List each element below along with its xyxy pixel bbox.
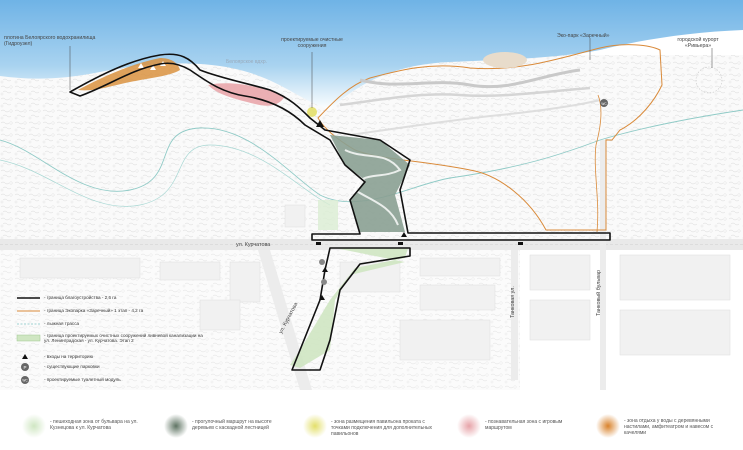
zone-text-cognitive: - познавательная зона с игровым маршруто… xyxy=(485,419,563,431)
legend-ski: - лыжная трасса xyxy=(44,321,80,326)
label-dam: плотина Белоярского водохранилища (Гидро… xyxy=(4,35,96,47)
legend-wc: - проектируемые туалетный модуль xyxy=(44,377,121,382)
zone-text-rest: - зона отдыха у воды с деревянными насти… xyxy=(624,418,714,436)
legend-symbols: P WC xyxy=(16,297,41,384)
street-tankovy-blvd: Танковый бульвар xyxy=(596,270,602,316)
legend-ecopark: - граница Экопарка «Заречный» 1 этап - 4… xyxy=(44,308,144,313)
road-tankovy-blvd xyxy=(600,140,606,390)
improvement-boundary xyxy=(69,53,611,241)
label-resort: городской курорт «Ривьера» xyxy=(677,37,719,49)
zone-text-walkway: - прогулочный маршрут на высоте деревьев… xyxy=(192,419,272,431)
improvement-boundary-south xyxy=(291,247,411,371)
zone-darkgreen-walkway xyxy=(330,135,410,232)
buildings xyxy=(19,204,731,361)
svg-text:P: P xyxy=(23,365,26,370)
reservoir-water xyxy=(0,0,743,110)
street-kurchatova: ул. Курчатова xyxy=(236,242,271,248)
legend-treatment: - граница проектируемых очистных сооруже… xyxy=(44,333,203,344)
zone-pink-cognitive xyxy=(208,83,285,106)
zone-text-pavilion: - зона размещения павильона проката с то… xyxy=(331,419,433,437)
label-treatment: проектируемые очистные сооружения xyxy=(281,37,343,49)
legend-parking: - существующие парковки xyxy=(44,364,100,369)
entrance-markers xyxy=(316,120,407,300)
zone-legend-circles xyxy=(22,414,620,438)
legend-boundary: - граница благоустройства - 2,6 га xyxy=(44,295,117,300)
ski-trail xyxy=(0,109,743,203)
legend-entrances: - входы на территорию xyxy=(44,354,94,359)
svg-text:WC: WC xyxy=(601,102,607,106)
zone-lightgreen-pedestrian xyxy=(290,248,408,368)
wc-marker-map xyxy=(600,99,608,107)
label-ecopark: Эко-парк «Заречный» xyxy=(557,33,610,39)
parking-markers-map xyxy=(319,259,327,285)
svg-text:WC: WC xyxy=(22,379,28,383)
label-reservoir: Белоярское вдхр. xyxy=(226,59,268,65)
street-tankovskaya: Танковая ул. xyxy=(510,286,516,318)
zone-yellow-pavilion xyxy=(307,107,317,117)
road-tankovskaya xyxy=(511,250,518,380)
zone-text-pedestrian: - пешеходная зона от бульвара на ул. Куз… xyxy=(50,419,138,431)
